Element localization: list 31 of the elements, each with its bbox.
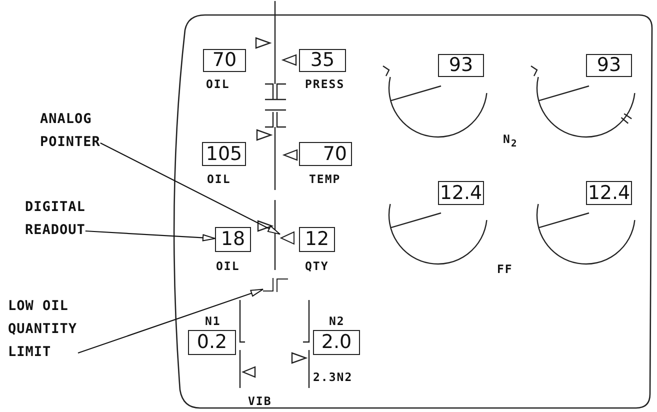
leader-line — [100, 142, 280, 235]
callout-text: ANALOG POINTER — [40, 108, 100, 154]
analog-pointer — [280, 231, 295, 245]
digital-readout: 93 — [586, 54, 632, 77]
parameter-label: OIL — [207, 172, 231, 186]
parameter-label: QTY — [305, 259, 329, 273]
digital-readout: 105 — [202, 142, 246, 166]
parameter-label: TEMP — [309, 172, 341, 186]
parameter-label: OIL — [216, 259, 240, 273]
parameter-label: 2.3N2 — [313, 370, 353, 384]
digital-readout: 18 — [215, 227, 251, 252]
parameter-label: N2 — [329, 314, 345, 328]
limit-mark — [263, 277, 288, 293]
digital-readout: 70 — [203, 49, 246, 72]
digital-readout: 12 — [299, 227, 335, 252]
parameter-label: OIL — [206, 77, 230, 91]
digital-readout: 93 — [438, 54, 484, 77]
parameter-label: N1 — [205, 314, 221, 328]
leader-line — [78, 288, 264, 354]
callout-text: DIGITAL READOUT — [25, 196, 86, 242]
digital-readout: 12.4 — [438, 181, 484, 205]
callout-text: LOW OIL QUANTITY LIMIT — [8, 295, 78, 364]
digital-readout: 0.2 — [188, 330, 236, 355]
parameter-label: FF — [497, 262, 513, 276]
parameter-label: N$_{2}$ — [503, 132, 518, 150]
digital-readout: 12.4 — [586, 181, 632, 205]
digital-readout: 35 — [299, 49, 346, 72]
leader-line — [85, 230, 216, 242]
digital-readout: 2.0 — [313, 330, 360, 355]
parameter-label: PRESS — [305, 77, 345, 91]
parameter-label: VIB — [248, 394, 272, 408]
